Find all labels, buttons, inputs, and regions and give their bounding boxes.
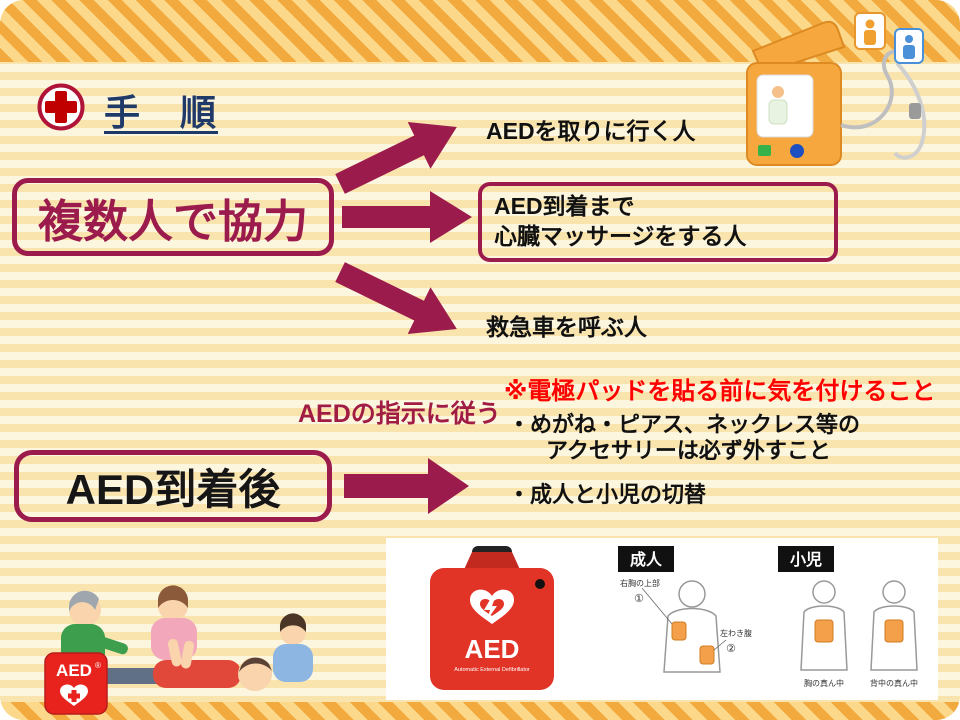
branch-cpr-line1: AED到着まで [494, 193, 635, 220]
follow-aed-instructions-label: AEDの指示に従う [298, 400, 501, 428]
bullet-accessories-line1: ・めがね・ピアス、ネックレス等の [508, 412, 861, 437]
cpr-illustration [61, 585, 313, 691]
bullet-accessories-line2: アクセサリーは必ず外すこと [546, 438, 831, 463]
aed-pad-panel: AED Automatic External Defibrillator 成人 … [386, 538, 938, 700]
branch-cpr-line2: 心臓マッサージをする人 [494, 223, 747, 249]
mini-aed-label: AED [56, 661, 92, 680]
electrode-pad-warning-label: ※電極パッドを貼る前に気を付けること [504, 378, 936, 405]
mini-aed-registered-mark: ® [95, 661, 101, 670]
arrow-to-cpr-person [342, 191, 472, 243]
cooperation-box-label: 複数人で協力 [37, 195, 308, 247]
arrow-after-arrival [344, 458, 469, 514]
bullet-adult-child-switch: ・成人と小児の切替 [508, 482, 707, 507]
aed-arrival-box: AED到着後 [14, 450, 332, 522]
medical-cross-icon [36, 82, 86, 132]
bottom-decorative-band [0, 702, 960, 720]
child-back-label: 背中の真ん中 [870, 678, 918, 688]
aed-arrival-box-label: AED到着後 [65, 465, 281, 513]
adult-header: 成人 [630, 550, 663, 569]
aed-device-illustration [746, 12, 927, 166]
adult-pad1-number: ① [634, 593, 644, 605]
page-title: 手 順 [104, 92, 219, 133]
branch-call-ambulance-label: 救急車を呼ぶ人 [486, 314, 647, 340]
pad-placement-diagram: 成人 右胸の上部 ① 左わき腹 ② 小児 胸の真ん中 背中の真ん中 [618, 546, 918, 688]
child-header: 小児 [790, 551, 822, 569]
arrow-to-fetch-person [335, 122, 457, 194]
adult-pad2-label: 左わき腹 [720, 628, 752, 638]
branch-fetch-aed-label: AEDを取りに行く人 [486, 118, 696, 144]
arrow-to-caller-person [335, 262, 457, 334]
aed-case-label: AED [465, 634, 520, 664]
child-front-label: 胸の真ん中 [804, 678, 844, 688]
branch-cpr-box: AED到着まで 心臓マッサージをする人 [478, 182, 838, 262]
aed-case-sublabel: Automatic External Defibrillator [454, 667, 530, 673]
adult-pad2-number: ② [726, 643, 736, 655]
cooperation-box: 複数人で協力 [12, 178, 334, 256]
aed-case-illustration: AED Automatic External Defibrillator [430, 546, 554, 690]
mini-aed-box-illustration: AED ® [44, 652, 108, 715]
adult-pad1-label: 右胸の上部 [620, 578, 660, 588]
